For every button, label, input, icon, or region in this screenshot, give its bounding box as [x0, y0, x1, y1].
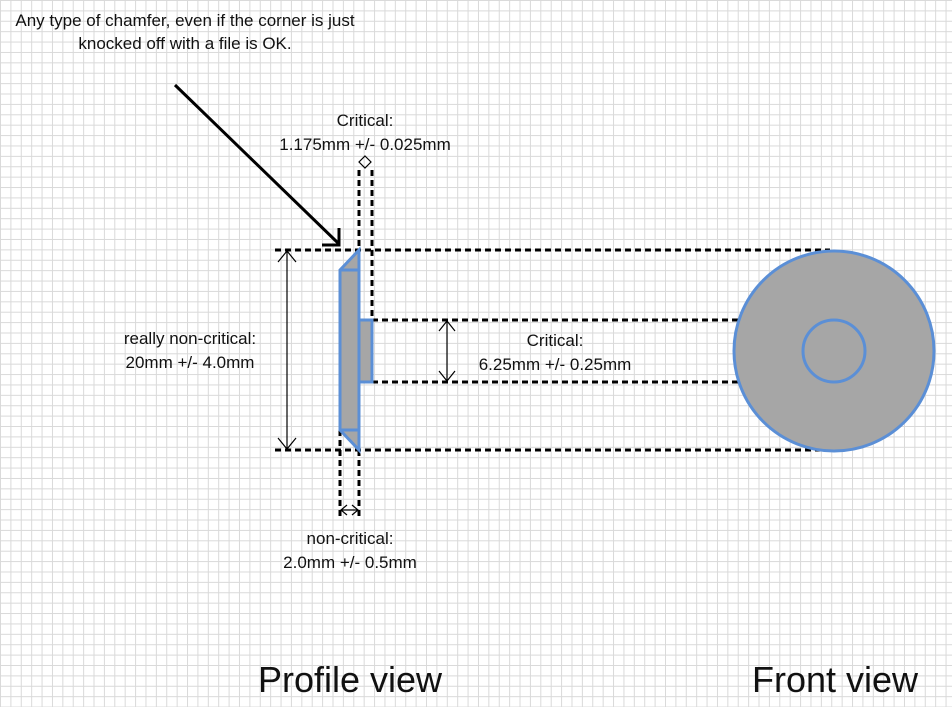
thickness-value: 1.175mm +/- 0.025mm	[279, 135, 451, 154]
plate-value: 2.0mm +/- 0.5mm	[283, 553, 417, 572]
front-view-title: Front view	[751, 659, 919, 700]
chamfer-note: Any type of chamfer, even if the corner …	[15, 11, 355, 53]
plate-label: non-critical:	[306, 529, 394, 548]
dimension-arrows	[277, 155, 456, 516]
hub-label: Critical:	[526, 331, 584, 350]
diameter-value: 20mm +/- 4.0mm	[125, 353, 255, 372]
diameter-label: really non-critical:	[123, 329, 257, 348]
front-part	[732, 249, 936, 453]
profile-view-title: Profile view	[257, 659, 443, 700]
projection-lines	[275, 170, 836, 516]
profile-part	[338, 246, 374, 454]
leader-arrow	[173, 83, 341, 247]
hub-value: 6.25mm +/- 0.25mm	[478, 355, 632, 374]
thickness-label: Critical:	[336, 111, 394, 130]
